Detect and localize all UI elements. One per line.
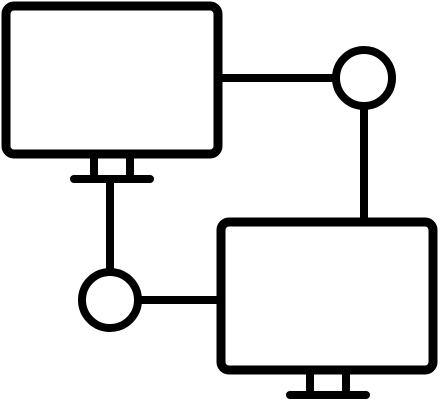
computer-monitor-bottom-right xyxy=(216,217,438,399)
computer-monitor-top-left xyxy=(1,1,223,183)
monitor-screen-top-left xyxy=(1,1,223,159)
network-node-bottom-left xyxy=(78,268,142,332)
monitor-screen-bottom-right xyxy=(216,217,438,375)
network-node-top-right xyxy=(332,46,396,110)
